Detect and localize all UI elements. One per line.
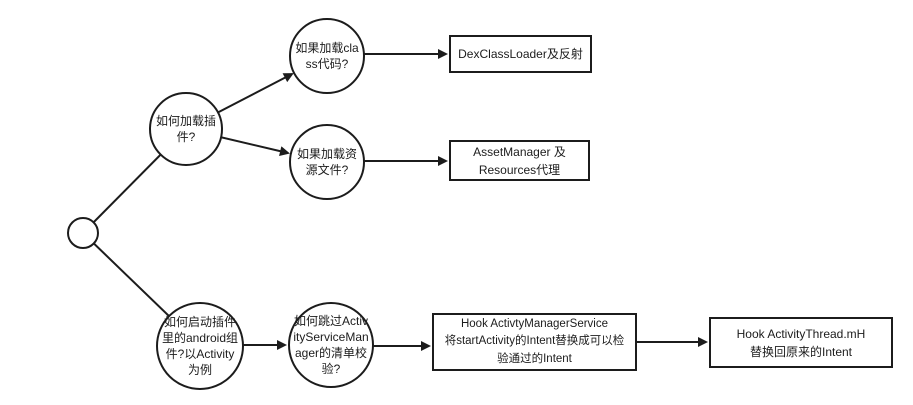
node-if-load-class-code: 如果加载cla ss代码? (289, 18, 365, 94)
node-how-to-load-plugin: 如何加载插 件? (149, 92, 223, 166)
node-hook-activitymanagerservice: Hook ActivtyManagerService 将startActivit… (432, 313, 637, 371)
node-how-to-start-plugin-component: 如何启动插件 里的android组 件?以Activity 为例 (156, 302, 244, 390)
node-assetmanager-resources-proxy: AssetManager 及 Resources代理 (449, 140, 590, 181)
node-root (67, 217, 99, 249)
node-skip-manifest-check: 如何跳过Activ ityServiceMan ager的清单校 验? (288, 302, 374, 388)
node-if-load-resource-file: 如果加载资 源文件? (289, 124, 365, 200)
node-hook-activitythread-mh: Hook ActivityThread.mH 替换回原来的Intent (709, 317, 893, 368)
node-dexclassloader-reflection: DexClassLoader及反射 (449, 35, 592, 73)
